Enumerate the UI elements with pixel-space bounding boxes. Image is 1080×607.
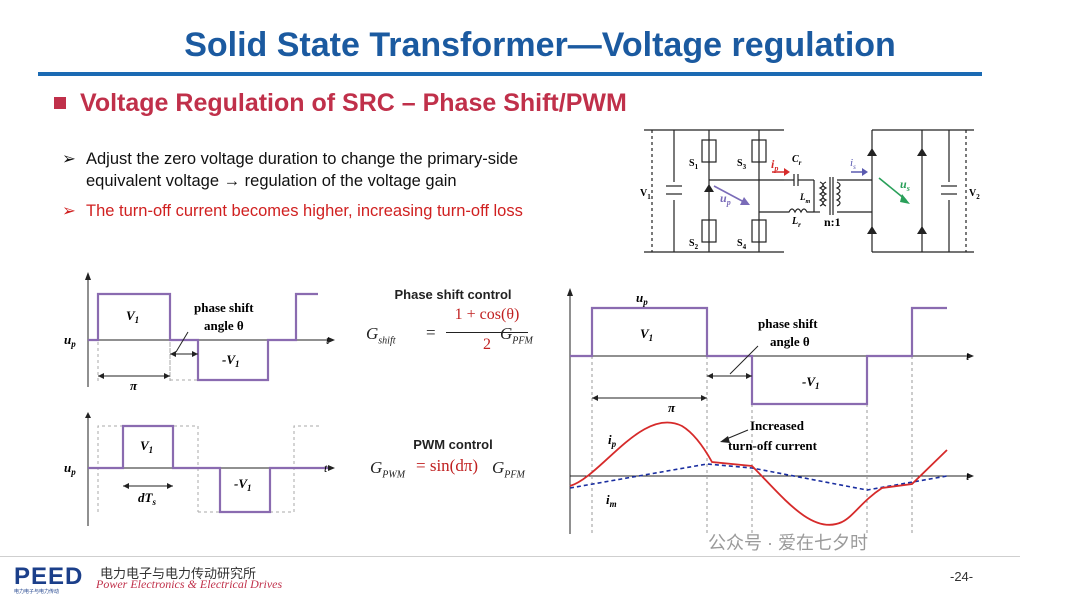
label-v2: V2 [969, 188, 980, 201]
big-phase-line2: angle θ [770, 334, 810, 349]
formula-fraction-bar [446, 332, 528, 333]
formula-gpfm-2: GPFM [492, 458, 525, 481]
wechat-watermark: 公众号 · 爱在七夕时 [708, 533, 868, 553]
wave1-t-label: t [326, 333, 330, 347]
wave1-phase-line2: angle θ [204, 318, 244, 333]
label-s1: S1 [689, 158, 699, 171]
big-t2-label: t [966, 469, 970, 483]
src-circuit-diagram: S1 S3 S2 S4 V1 V2 Cr Lr Lm ip is up us n… [640, 129, 980, 253]
formula-gpfm: GPFM [500, 324, 533, 347]
wave2-dts-label: dTs [138, 490, 156, 507]
footer-rule [0, 556, 1020, 557]
label-us: us [900, 177, 910, 193]
slide-title: Solid State Transformer—Voltage regulati… [184, 26, 896, 64]
bullet-1: ➢ Adjust the zero voltage duration to ch… [62, 148, 592, 192]
bullet-2: ➢ The turn-off current becomes higher, i… [62, 200, 592, 222]
phase-shift-formula: Gshift = 1 + cos(θ) 2 GPFM [366, 306, 556, 362]
mid-marker [704, 184, 714, 192]
bullet-arrow: ➢ [62, 150, 76, 168]
bullet-text: The turn-off current becomes higher, inc… [86, 202, 523, 220]
big-increased-line1: Increased [750, 418, 805, 433]
formula-gpwm: GPWM [370, 458, 406, 481]
pwm-waveform: V1 -V1 up t dTs [64, 412, 335, 526]
big-phase-line1: phase shift [758, 316, 818, 331]
big-im-label: im [606, 492, 617, 509]
wave2-t-label: t [324, 461, 328, 475]
wave1-v1-label: V1 [126, 308, 139, 325]
label-lm: Lm [799, 192, 811, 205]
formula-denominator: 2 [483, 336, 491, 353]
bullet-arrow: ➢ [62, 202, 76, 220]
wave2-v1-label: V1 [140, 438, 153, 455]
wave1-negv1-label: -V1 [222, 352, 240, 369]
section-bullet-square [54, 97, 66, 109]
phase-shift-waveform: V1 -V1 up t phase shift angle θ π [64, 272, 335, 392]
pwm-formula: GPWM = sin(dπ) GPFM [370, 456, 560, 486]
label-s4: S4 [737, 238, 747, 251]
title-rule [38, 72, 982, 76]
label-s2: S2 [689, 238, 699, 251]
formula-numerator: 1 + cos(θ) [454, 306, 520, 323]
page-number: -24- [950, 569, 974, 584]
org-name-en: Power Electronics & Electrical Drives [96, 577, 283, 591]
big-ip-label: ip [608, 432, 617, 449]
org-name-cn: 电力电子与电力传动研究所 [100, 566, 257, 581]
pwm-control-label: PWM control [413, 437, 493, 452]
label-turns-ratio: n:1 [824, 215, 841, 229]
big-increased-line2: turn-off current [728, 438, 818, 453]
formula-sin: = sin(dπ) [416, 456, 479, 475]
big-pi-label: π [668, 400, 676, 415]
label-s3: S3 [737, 158, 747, 171]
bullet-text: Adjust the zero voltage duration to chan… [86, 150, 518, 190]
formula-equals: = [426, 323, 436, 342]
wave1-pi-label: π [130, 378, 138, 392]
label-lr: Lr [791, 216, 801, 229]
big-negv1-label: -V1 [802, 374, 820, 391]
wave2-negv1-label: -V1 [234, 476, 252, 493]
label-cr: Cr [792, 154, 802, 167]
peed-logo-subtext: 电力电子与电力传动 [14, 589, 60, 595]
label-ip: ip [771, 157, 778, 173]
wave1-phase-line1: phase shift [194, 300, 254, 315]
formula-gshift: Gshift [366, 324, 396, 347]
wave1-up-label: up [64, 332, 76, 349]
wave2-up-label: up [64, 460, 76, 477]
phase-shift-current-waveform: up V1 -V1 t t phase shift angle θ π ip i… [567, 288, 974, 534]
label-is: is [850, 157, 856, 171]
big-up-label: up [636, 290, 648, 307]
label-up: up [720, 191, 731, 207]
phase-shift-control-label: Phase shift control [394, 287, 512, 302]
peed-logo: PEED [14, 563, 84, 590]
big-t1-label: t [966, 349, 970, 363]
big-v1-label: V1 [640, 326, 653, 343]
section-heading: Voltage Regulation of SRC – Phase Shift/… [80, 89, 627, 117]
label-v1: V1 [640, 188, 651, 201]
